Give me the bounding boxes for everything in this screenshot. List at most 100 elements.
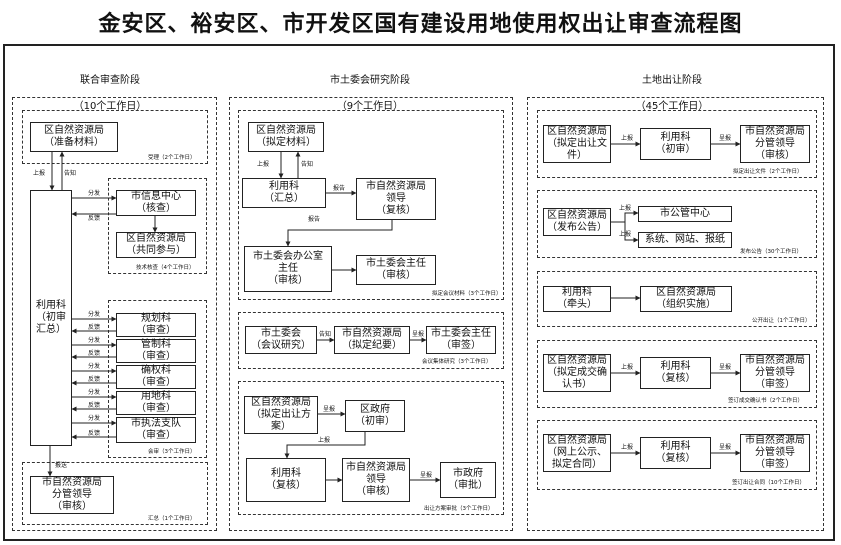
- box-district-prepare: 区自然资源局 （准备材料）: [30, 122, 118, 152]
- box-info-center: 市信息中心 （核查）: [116, 190, 196, 216]
- box-liyong-contract: 利用科 （复核）: [640, 437, 711, 469]
- outer-frame: [3, 44, 835, 541]
- box-city-leader: 市自然资源局 分管领导 （审核）: [30, 476, 114, 514]
- left-tech-group: [108, 178, 207, 274]
- box-liyong-initial: 利用科 （初审 汇总）: [30, 190, 72, 446]
- box-district-gov: 区政府 （初审）: [345, 400, 405, 432]
- box-city-gov: 市政府 （审批）: [440, 462, 496, 498]
- box-liyong-summary: 利用科 （汇总）: [242, 178, 326, 208]
- note-contract: 签订出让合同（10个工作日）: [732, 480, 805, 486]
- middle-meeting-group: [238, 312, 504, 369]
- label-up: 上报: [621, 135, 634, 142]
- box-media: 系统、网站、报纸: [638, 232, 732, 248]
- phase-right-header: 土地出让阶段 （45个工作日）: [617, 61, 727, 113]
- note-confirm: 签订成交确认书（2个工作日）: [728, 398, 804, 404]
- note-draft-docs: 拟定出让文件（2个工作日）: [733, 169, 803, 175]
- label-submit: 呈报: [719, 364, 732, 371]
- middle-material-group: [238, 110, 504, 300]
- box-leader-audit: 市自然资源局 领导 （审核）: [342, 458, 410, 502]
- phase-left-duration: （10个工作日）: [73, 101, 147, 112]
- label-report: 报送: [55, 462, 68, 469]
- note-announce: 发布公告（30个工作日）: [740, 249, 802, 255]
- phase-right-duration: （45个工作日）: [635, 101, 709, 112]
- label-feedback: 反馈: [88, 324, 101, 331]
- phase-left-header: 联合审查阶段 （10个工作日）: [55, 61, 165, 113]
- box-liyong-review: 利用科 （复核）: [246, 458, 326, 502]
- label-submit: 呈报: [719, 444, 732, 451]
- label-report: 报告: [308, 216, 321, 223]
- label-up: 上报: [33, 170, 46, 177]
- label-feedback: 反馈: [88, 350, 101, 357]
- label-up: 上报: [619, 231, 632, 238]
- page-title: 金安区、裕安区、市开发区国有建设用地使用权出让审查流程图: [98, 12, 743, 37]
- phase-right-name: 土地出让阶段: [642, 75, 702, 86]
- right-contract-group: [537, 420, 817, 490]
- phase-middle-container: [229, 97, 513, 531]
- note-joint-review: 会审（3个工作日）: [148, 449, 196, 455]
- box-district-participate: 区自然资源局 （共同参与）: [116, 232, 196, 258]
- box-section-control: 管制科 （审查）: [116, 339, 196, 363]
- label-report: 报告: [333, 185, 346, 192]
- label-submit: 呈报: [412, 331, 425, 338]
- label-feedback: 反馈: [88, 430, 101, 437]
- phase-middle-header: 市土委会研究阶段 （9个工作日）: [300, 61, 440, 113]
- left-summary-group: [22, 462, 208, 525]
- box-section-landuse: 用地科 （审查）: [116, 391, 196, 415]
- phase-middle-duration: （9个工作日）: [336, 101, 404, 112]
- label-feedback: 反馈: [88, 402, 101, 409]
- box-committee-meeting: 市土委会 （会议研究）: [245, 326, 317, 354]
- box-draft-plan: 区自然资源局 （拟定出让方 案）: [244, 396, 318, 434]
- box-committee-office: 市土委会办公室 主任 （审核）: [244, 246, 332, 292]
- label-up: 上报: [619, 205, 632, 212]
- phase-right-container: [527, 97, 824, 531]
- label-up: 上报: [257, 161, 270, 168]
- box-draft-confirm: 区自然资源局 （拟定成交确 认书）: [543, 354, 611, 392]
- left-review-group: [108, 300, 207, 458]
- box-publicity-contract: 区自然资源局 （网上公示、 拟定合同）: [543, 434, 611, 472]
- label-feedback: 反馈: [88, 376, 101, 383]
- right-docs-group: [537, 110, 817, 178]
- box-section-rights: 确权科 （审查）: [116, 365, 196, 389]
- box-committee-director: 市土委会主任 （审核）: [356, 255, 436, 285]
- box-draft-minutes: 市自然资源局 （拟定纪要）: [334, 326, 410, 354]
- phase-left-container: [12, 97, 217, 531]
- box-leader-audit-docs: 市自然资源局 分管领导 （审核）: [740, 125, 810, 163]
- label-up: 上报: [621, 444, 634, 451]
- note-summary: 汇总（1个工作日）: [148, 516, 196, 522]
- middle-plan-group: [238, 381, 504, 515]
- label-submit: 呈报: [719, 135, 732, 142]
- box-leader-recheck: 市自然资源局 领导 （复核）: [356, 178, 436, 220]
- box-director-sign: 市土委会主任 （审签）: [426, 326, 496, 354]
- box-leader-sign-confirm: 市自然资源局 分管领导 （审签）: [740, 354, 810, 392]
- box-leader-sign-contract: 市自然资源局 分管领导 （审签）: [740, 434, 810, 472]
- box-liyong-lead: 利用科 （牵头）: [543, 286, 611, 312]
- box-draft-docs: 区自然资源局 （拟定出让文 件）: [543, 125, 611, 163]
- label-dispatch: 分发: [88, 363, 101, 370]
- note-meeting: 会议集体研究（3个工作日）: [422, 359, 492, 365]
- label-dispatch: 分发: [88, 311, 101, 318]
- label-feedback: 反馈: [88, 215, 101, 222]
- label-up: 上报: [318, 437, 331, 444]
- label-dispatch: 分发: [88, 337, 101, 344]
- note-accept: 受理（2个工作日）: [148, 155, 196, 161]
- phase-middle-name: 市土委会研究阶段: [330, 75, 410, 86]
- box-section-planning: 规划科 （审查）: [116, 313, 196, 337]
- label-dispatch: 分发: [88, 415, 101, 422]
- note-tech-check: 技术核查（4个工作日）: [136, 265, 195, 271]
- box-enforcement: 市执法支队 （审查）: [116, 417, 196, 443]
- label-notify: 告知: [301, 161, 314, 168]
- right-announce-group: [537, 190, 817, 258]
- box-liyong-recheck: 利用科 （复核）: [640, 357, 711, 389]
- right-auction-group: [537, 271, 817, 327]
- label-dispatch: 分发: [88, 190, 101, 197]
- box-district-draft: 区自然资源局 （拟定材料）: [248, 122, 324, 152]
- label-submit: 呈报: [323, 406, 336, 413]
- left-prepare-group: [22, 110, 208, 164]
- label-sign: 呈报: [420, 472, 433, 479]
- box-public-center: 市公管中心: [638, 206, 732, 222]
- note-auction: 公开出让（1个工作日）: [752, 318, 811, 324]
- note-draft-materials: 拟定会议材料（3个工作日）: [432, 291, 502, 297]
- box-liyong-first: 利用科 （初审）: [640, 128, 711, 160]
- note-plan-approval: 出让方案审批（3个工作日）: [424, 506, 494, 512]
